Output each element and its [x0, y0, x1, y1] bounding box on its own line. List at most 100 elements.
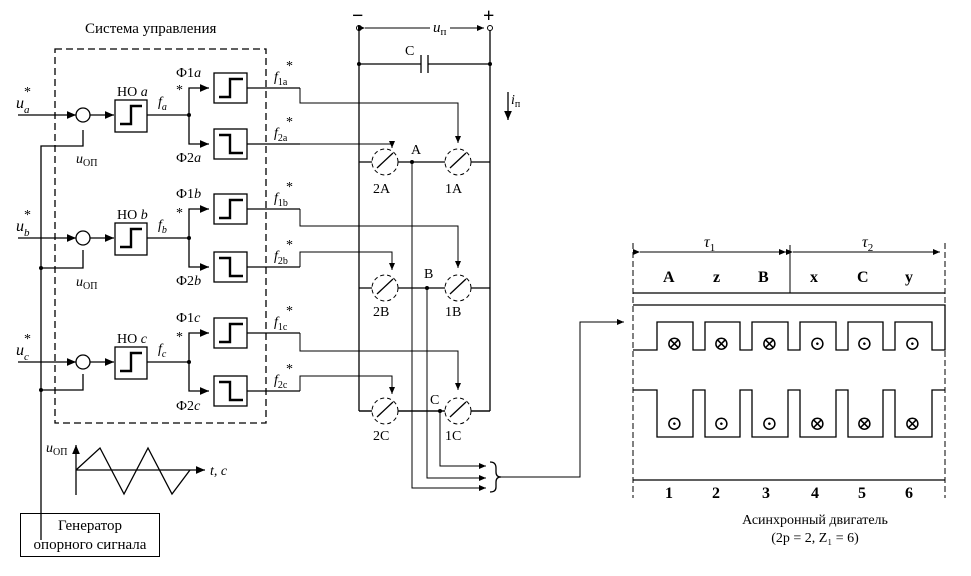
- svg-text:⊗: ⊗: [904, 413, 921, 435]
- input-ua: u: [16, 95, 24, 112]
- svg-text:6: 6: [905, 485, 913, 502]
- svg-text:2: 2: [712, 485, 720, 502]
- svg-text:⊙: ⊙: [809, 333, 826, 355]
- svg-text:x: x: [810, 269, 818, 286]
- generator-label-1: Генератор: [58, 518, 122, 534]
- svg-text:*: *: [286, 362, 293, 377]
- phase-b-channel: [18, 193, 300, 283]
- svg-text:*: *: [176, 83, 183, 98]
- motor-caption-params: (2p = 2, Z₁ = 6): [771, 531, 859, 546]
- svg-text:*: *: [286, 180, 293, 195]
- svg-text:5: 5: [858, 485, 866, 502]
- motor-caption: Асинхронный двигатель (2p = 2, Z₁ = 6): [700, 512, 930, 548]
- svg-text:*: *: [286, 304, 293, 319]
- svg-text:НО a: НО a: [117, 85, 148, 100]
- svg-text:Ф1c: Ф1c: [176, 311, 201, 326]
- svg-text:C: C: [857, 269, 869, 286]
- switch-1A: [444, 148, 472, 176]
- control-system-box: [54, 48, 267, 424]
- svg-text:Ф1a: Ф1a: [176, 66, 201, 81]
- svg-text:⊙: ⊙: [666, 413, 683, 435]
- phase-a-channel: [18, 72, 300, 160]
- switch-2C: [371, 397, 399, 425]
- svg-text:Ф2c: Ф2c: [176, 399, 201, 414]
- svg-text:f2b: f2b: [274, 249, 288, 267]
- svg-text:fb: fb: [158, 218, 167, 236]
- generator-block: Генератор опорного сигнала: [20, 513, 160, 557]
- svg-text:y: y: [905, 269, 913, 286]
- motor-diagram: [632, 243, 946, 498]
- svg-text:f1c: f1c: [274, 315, 288, 333]
- svg-text:fc: fc: [158, 342, 167, 360]
- svg-text:*: *: [24, 332, 31, 347]
- reference-waveform: [72, 445, 205, 496]
- svg-text:B: B: [424, 267, 433, 282]
- svg-text:⊙: ⊙: [761, 413, 778, 435]
- svg-text:1A: 1A: [445, 182, 463, 197]
- svg-text:uОП: uОП: [76, 152, 97, 169]
- svg-text:uОП: uОП: [46, 441, 67, 458]
- switch-2A: [371, 148, 399, 176]
- svg-text:НО b: НО b: [117, 208, 148, 223]
- svg-text:*: *: [24, 208, 31, 223]
- svg-text:Ф2a: Ф2a: [176, 151, 201, 166]
- svg-text:⊗: ⊗: [809, 413, 826, 435]
- generator-label-2: опорного сигнала: [33, 537, 147, 553]
- svg-text:+: +: [483, 5, 494, 27]
- svg-text:2B: 2B: [373, 305, 389, 320]
- switch-2B: [371, 274, 399, 302]
- svg-text:4: 4: [811, 485, 819, 502]
- svg-text:f1a: f1a: [274, 70, 288, 88]
- svg-text:*: *: [176, 330, 183, 345]
- motor-caption-title: Асинхронный двигатель: [742, 513, 888, 528]
- svg-text:τ2: τ2: [862, 234, 873, 254]
- inverter: [356, 25, 624, 493]
- svg-text:⊗: ⊗: [713, 333, 730, 355]
- svg-text:3: 3: [762, 485, 770, 502]
- svg-text:⊙: ⊙: [856, 333, 873, 355]
- svg-text:*: *: [24, 85, 31, 100]
- switch-1B: [444, 274, 472, 302]
- svg-text:uОП: uОП: [76, 275, 97, 292]
- svg-text:τ1: τ1: [704, 234, 715, 254]
- svg-text:1: 1: [665, 485, 673, 502]
- svg-text:1C: 1C: [445, 429, 461, 444]
- svg-text:ub: ub: [16, 218, 30, 239]
- svg-text:*: *: [286, 238, 293, 253]
- svg-text:*: *: [176, 206, 183, 221]
- svg-text:*: *: [286, 59, 293, 74]
- control-system-title: Система управления: [85, 21, 216, 37]
- svg-text:t, c: t, c: [210, 464, 228, 479]
- svg-text:2C: 2C: [373, 429, 389, 444]
- svg-text:⊗: ⊗: [666, 333, 683, 355]
- svg-text:f1b: f1b: [274, 191, 288, 209]
- svg-text:⊙: ⊙: [904, 333, 921, 355]
- svg-text:C: C: [430, 393, 439, 408]
- reference-bus: [40, 130, 84, 540]
- svg-text:iп: iп: [511, 93, 521, 110]
- svg-text:B: B: [758, 269, 769, 286]
- svg-text:z: z: [713, 269, 720, 286]
- svg-text:f2c: f2c: [274, 373, 288, 391]
- svg-text:⊙: ⊙: [713, 413, 730, 435]
- svg-text:*: *: [286, 115, 293, 130]
- svg-text:f2a: f2a: [274, 126, 288, 144]
- svg-text:C: C: [405, 44, 414, 59]
- svg-text:ua: ua: [16, 95, 30, 116]
- svg-text:uп: uп: [433, 20, 447, 38]
- svg-text:⊗: ⊗: [761, 333, 778, 355]
- svg-text:⊗: ⊗: [856, 413, 873, 435]
- switch-1C: [444, 397, 472, 425]
- svg-text:2A: 2A: [373, 182, 391, 197]
- svg-text:A: A: [663, 269, 675, 286]
- phase-c-channel: [18, 317, 300, 407]
- svg-text:1B: 1B: [445, 305, 461, 320]
- svg-text:fa: fa: [158, 95, 167, 113]
- svg-text:uc: uc: [16, 342, 29, 363]
- svg-text:НО c: НО c: [117, 332, 148, 347]
- svg-text:Ф1b: Ф1b: [176, 187, 201, 202]
- svg-text:−: −: [352, 5, 363, 27]
